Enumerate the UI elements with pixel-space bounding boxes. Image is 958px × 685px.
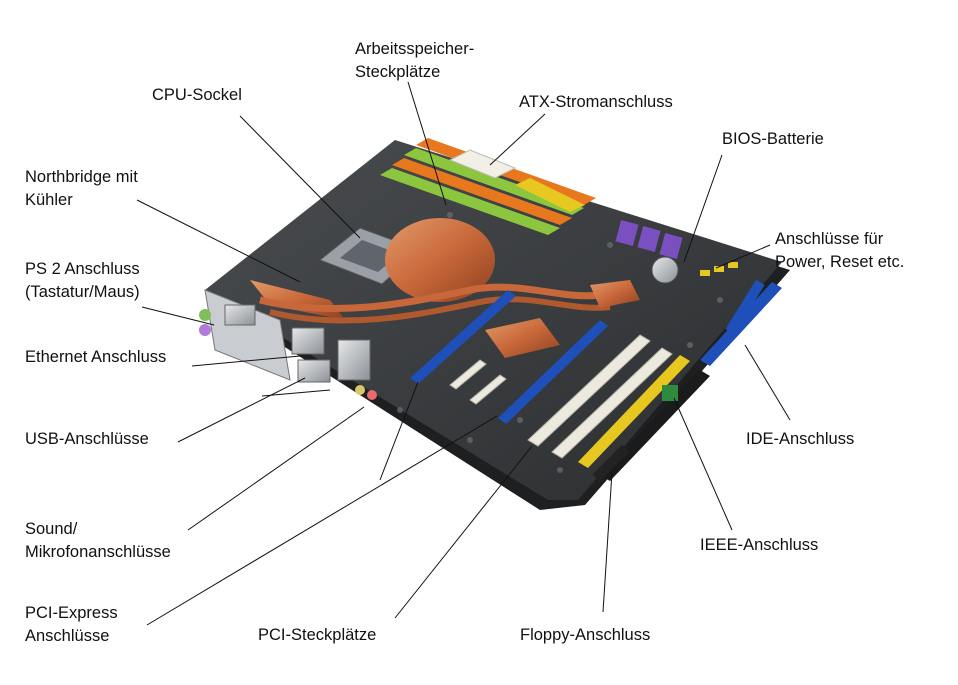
label-ram-slots: Arbeitsspeicher- Steckplätze <box>355 40 475 81</box>
copper-heatsink <box>250 218 640 358</box>
pointer-floppy <box>602 471 613 613</box>
pointer-ps2 <box>141 306 215 326</box>
label-northbridge: Northbridge mit Kühler <box>25 168 138 209</box>
label-front-panel: Anschlüsse für Power, Reset etc. <box>775 230 905 271</box>
pointer-bios-battery <box>683 154 723 263</box>
pointer-pci-express-1 <box>146 415 498 626</box>
pointer-usb-2 <box>261 389 331 397</box>
pointer-sound <box>187 406 365 531</box>
bios-battery <box>651 256 679 284</box>
pci-slots <box>527 334 673 459</box>
label-floppy: Floppy-Anschluss <box>520 626 651 644</box>
atx-power-connector <box>448 149 517 179</box>
label-sound: Sound/ Mikrofonanschlüsse <box>25 520 171 561</box>
pointer-ide <box>744 344 791 421</box>
pointer-front-panel <box>715 244 771 269</box>
pcie-x1-slots <box>449 359 507 405</box>
pointer-ethernet <box>191 355 301 367</box>
sata-connectors <box>615 220 683 259</box>
pointer-ram-slots <box>407 81 447 206</box>
pointer-pci-slots <box>394 445 533 619</box>
label-cpu-socket: CPU-Sockel <box>152 86 242 104</box>
ide-connector <box>725 279 765 335</box>
pcb-components <box>397 167 723 473</box>
label-atx-power: ATX-Stromanschluss <box>519 93 673 111</box>
pointer-atx-power <box>489 113 546 166</box>
pointer-pci-express-2 <box>379 381 419 481</box>
label-ethernet: Ethernet Anschluss <box>25 348 167 366</box>
label-usb: USB-Anschlüsse <box>25 430 149 448</box>
yellow-connector-top <box>515 178 585 212</box>
pcie-slots <box>410 282 782 424</box>
pointer-cpu-socket <box>239 115 361 239</box>
label-bios-battery: BIOS-Batterie <box>722 130 824 148</box>
rear-io-panel <box>199 289 377 400</box>
pointer-lines <box>136 81 791 626</box>
label-pci-express: PCI-Express Anschlüsse <box>25 604 118 645</box>
label-ps2: PS 2 Anschluss (Tastatur/Maus) <box>25 260 140 301</box>
ieee-connector <box>662 385 678 401</box>
front-panel-headers <box>700 262 738 276</box>
pointer-ieee <box>673 397 733 531</box>
yellow-slot <box>578 355 690 468</box>
label-pci-slots: PCI-Steckplätze <box>258 626 377 644</box>
label-ieee: IEEE-Anschluss <box>700 536 819 554</box>
label-ide: IDE-Anschluss <box>746 430 855 448</box>
floppy-connector <box>592 444 630 482</box>
pointer-usb-1 <box>177 377 306 443</box>
pointer-northbridge <box>136 199 301 283</box>
